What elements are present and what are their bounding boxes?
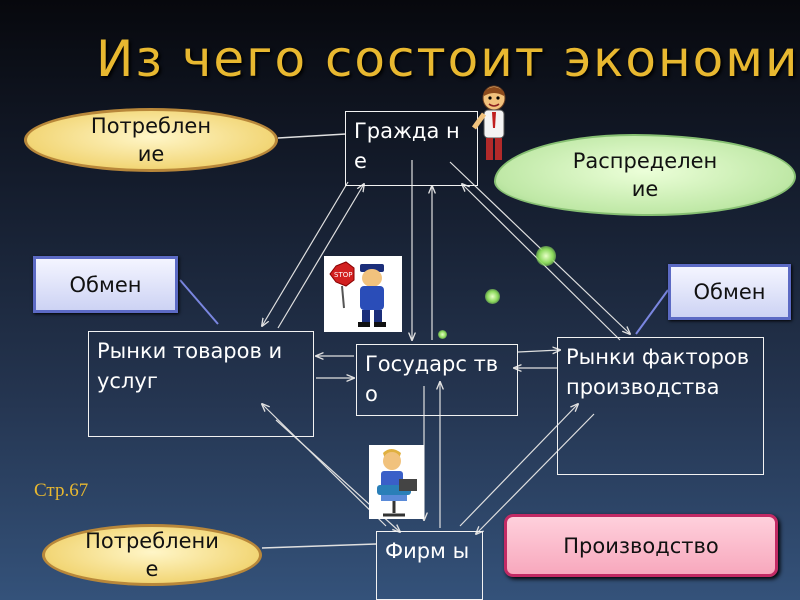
node-firms: Фирм ы	[376, 531, 483, 600]
callout-consumption-top: Потреблен ие	[24, 108, 278, 172]
glow-dot	[438, 330, 447, 339]
node-goods-market: Рынки товаров и услуг	[88, 331, 314, 437]
office-worker-icon	[369, 445, 424, 519]
arrow-firms-to-factor	[459, 404, 578, 527]
page-title: Из чего состоит экономи	[96, 30, 800, 88]
node-factor-market: Рынки факторов производства	[557, 337, 764, 475]
pointer-consumption-bottom	[261, 543, 377, 549]
node-citizens: Гражда не	[345, 111, 478, 186]
person-icon	[471, 85, 506, 160]
callout-exchange-left: Обмен	[33, 256, 178, 313]
node-state: Государс тво	[356, 344, 518, 416]
arrow-firms-to-goods	[262, 404, 387, 527]
pointer-consumption-top	[277, 133, 347, 139]
callout-consumption-bottom: Потреблени е	[42, 524, 262, 586]
glow-dot	[536, 246, 556, 266]
pointer-exchange-right	[635, 289, 669, 335]
police-officer-icon: STOP	[324, 256, 402, 332]
pointer-exchange-left	[179, 279, 219, 325]
callout-exchange-right: Обмен	[668, 264, 791, 320]
glow-dot	[485, 289, 500, 304]
arrow-state-to-factor	[517, 350, 560, 352]
arrow-factor-to-firms	[476, 413, 595, 534]
svg-text:STOP: STOP	[334, 271, 352, 279]
arrow-goods-to-citizens	[277, 184, 364, 329]
arrow-citizens-to-goods	[262, 181, 349, 326]
callout-distribution: Распределен ие	[494, 134, 796, 216]
callout-production: Производство	[504, 514, 778, 577]
page-reference: Стр.67	[34, 480, 89, 501]
